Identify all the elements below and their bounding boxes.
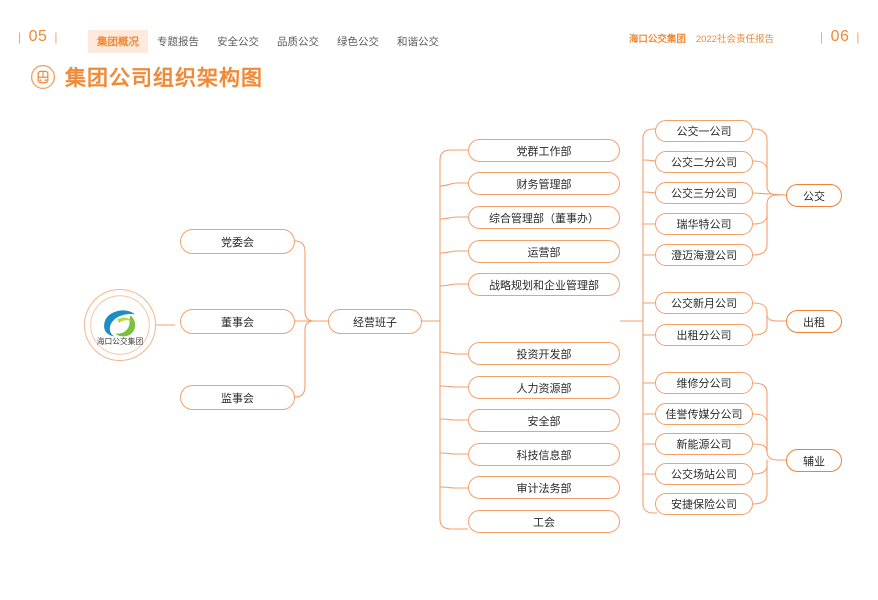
nav-tab-anquangongjiao[interactable]: 安全公交 [217,36,259,48]
nav-tab-pinzhigongjiao[interactable]: 品质公交 [277,36,319,48]
node-board-of-directors[interactable]: 董事会 [180,309,295,334]
haikou-bus-group-logo: 海口公交集团 [84,289,156,361]
node-dept-hr[interactable]: 人力资源部 [468,376,620,399]
tick-right-icon: | [819,30,824,44]
node-supervisory-board[interactable]: 监事会 [180,385,295,410]
logo-caption: 海口公交集团 [97,336,144,346]
page-number-left-group: | 05 | [18,28,58,46]
node-dept-finance[interactable]: 财务管理部 [468,172,620,195]
node-unit-jiayu-media[interactable]: 佳誉传媒分公司 [655,403,753,425]
node-dept-operations[interactable]: 运营部 [468,240,620,263]
nav-tab-jituangaikuang[interactable]: 集团概况 [88,30,148,53]
node-party-committee[interactable]: 党委会 [180,229,295,254]
nav-tabs[interactable]: 集团概况 专题报告 安全公交 品质公交 绿色公交 和谐公交 [88,30,448,53]
node-unit-chengmai-haicheng[interactable]: 澄迈海澄公司 [655,244,753,266]
node-dept-investment[interactable]: 投资开发部 [468,342,620,365]
page-header: | 05 | 集团概况 专题报告 安全公交 品质公交 绿色公交 和谐公交 海口公… [0,0,878,54]
brand-name: 海口公交集团 [628,34,686,45]
tick-left-icon-2: | [54,30,59,44]
node-unit-anjie-insurance[interactable]: 安捷保险公司 [655,493,753,515]
page-title: 集团公司组织架构图 [65,65,263,90]
node-unit-bus-branch-2[interactable]: 公交二分公司 [655,151,753,173]
page-number-left: 05 [28,28,48,45]
node-unit-bus-company-1[interactable]: 公交一公司 [655,120,753,142]
node-unit-bus-branch-3[interactable]: 公交三分公司 [655,182,753,204]
nav-tab-zhuantibaogao[interactable]: 专题报告 [157,36,199,48]
node-unit-maintenance-branch[interactable]: 维修分公司 [655,372,753,394]
page-title-row: 集团公司组织架构图 [30,62,263,92]
node-dept-safety[interactable]: 安全部 [468,409,620,432]
node-dept-strategy[interactable]: 战略规划和企业管理部 [468,273,620,296]
node-group-bus[interactable]: 公交 [786,184,842,207]
node-unit-new-energy[interactable]: 新能源公司 [655,433,753,455]
tick-left-icon: | [18,30,22,44]
node-dept-tech-info[interactable]: 科技信息部 [468,443,620,466]
node-unit-bus-depot[interactable]: 公交场站公司 [655,463,753,485]
nav-tab-hexiegongjiao[interactable]: 和谐公交 [397,36,439,48]
node-dept-union[interactable]: 工会 [468,510,620,533]
node-management-team[interactable]: 经营班子 [328,309,422,334]
node-group-taxi[interactable]: 出租 [786,310,842,333]
node-dept-party-affairs[interactable]: 党群工作部 [468,139,620,162]
nav-tab-lvsegongjiao[interactable]: 绿色公交 [337,36,379,48]
brand-report-title: 2022社会责任报告 [695,34,774,45]
brand-block: 海口公交集团 2022社会责任报告 [629,31,774,45]
page-number-right-group: | 06 | [820,28,860,46]
node-unit-ruihuate[interactable]: 瑞华特公司 [655,213,753,235]
node-dept-audit-legal[interactable]: 审计法务部 [468,476,620,499]
tick-right-icon-2: | [856,30,860,44]
node-unit-taxi-branch[interactable]: 出租分公司 [655,324,753,346]
node-unit-bus-xinyue[interactable]: 公交新月公司 [655,292,753,314]
node-group-auxiliary[interactable]: 辅业 [786,449,842,472]
bus-in-circle-icon [30,64,56,90]
node-dept-general-admin[interactable]: 综合管理部（董事办） [468,206,620,229]
page-number-right: 06 [830,28,850,45]
